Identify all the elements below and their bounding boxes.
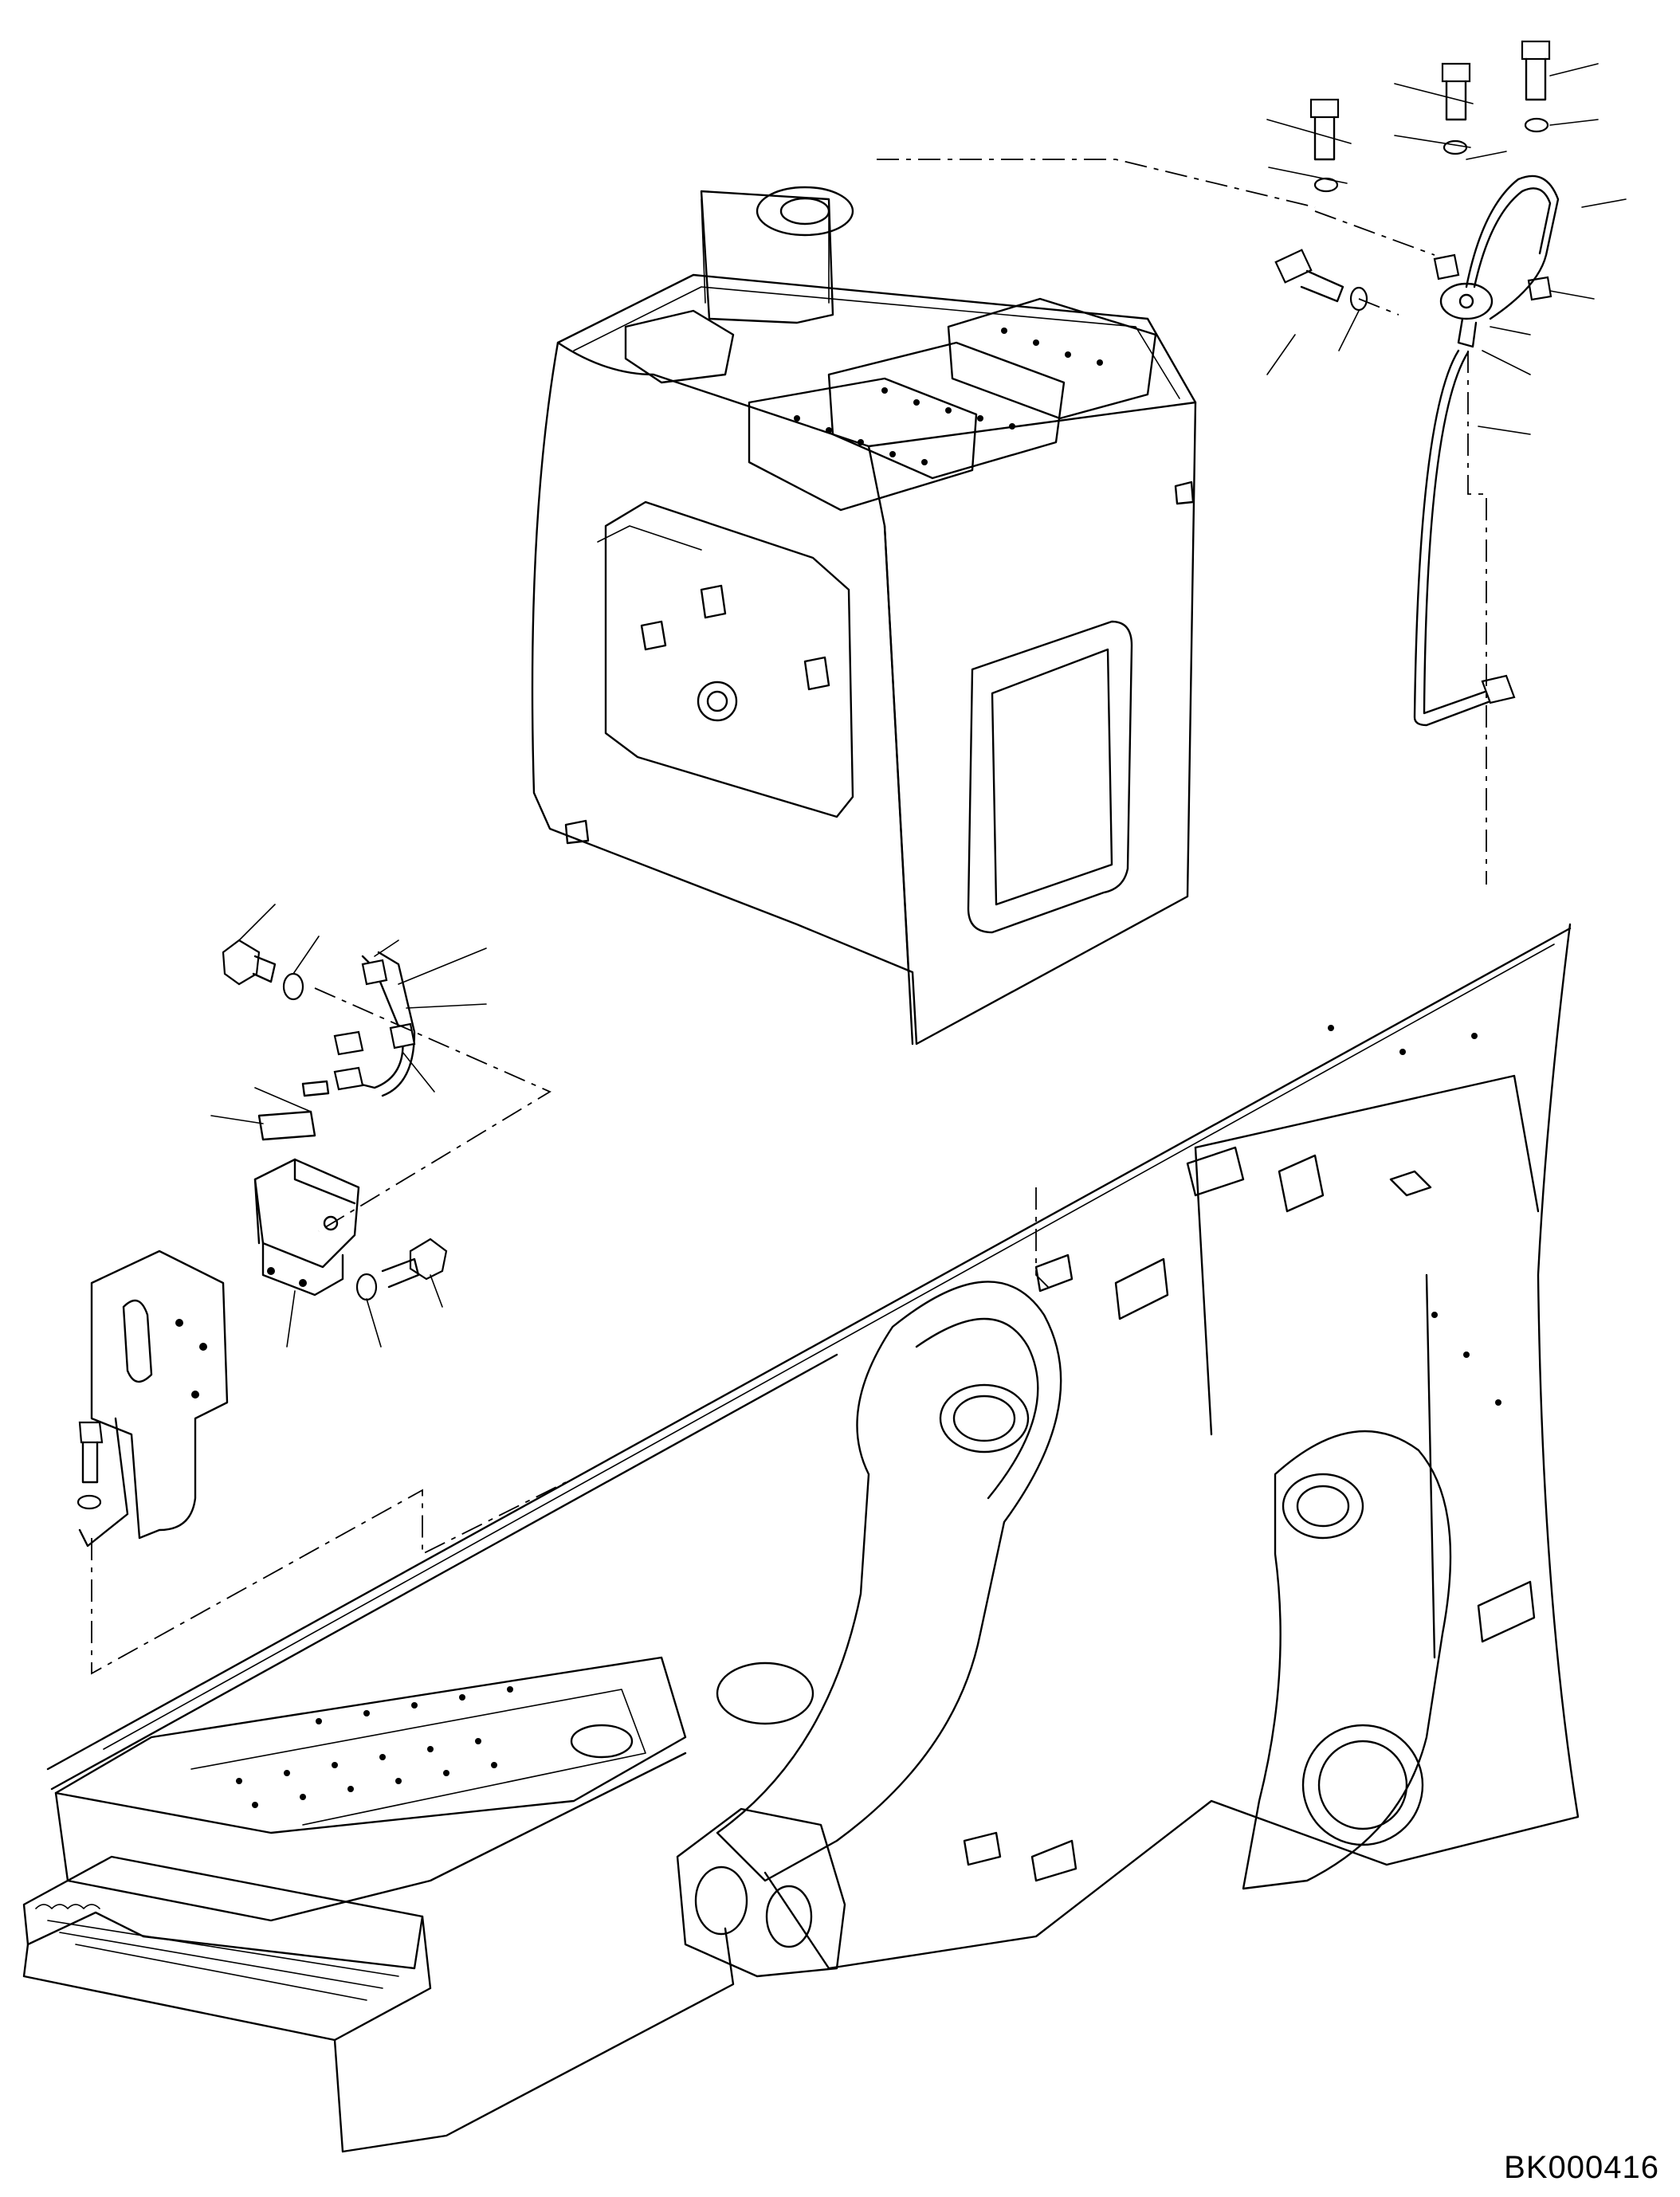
bolt-1 (1309, 98, 1340, 161)
bolt-2 (1441, 62, 1471, 121)
spacer-2 (1527, 276, 1552, 301)
floor-bolt-pattern (236, 1025, 1501, 1808)
panel-bolt-row-3 (1001, 328, 1103, 366)
panel-bolt-row-2 (881, 387, 1015, 430)
relay-bolt (222, 939, 261, 986)
drawing-code: BK000416 (1504, 2150, 1659, 2185)
panel-bolt-row-1 (794, 415, 928, 465)
fuel-tank (531, 186, 1197, 1046)
relay-assembly (77, 904, 487, 1548)
washer-3 (1524, 117, 1549, 133)
spacer-1 (1433, 253, 1460, 281)
relay-washer (282, 972, 304, 1001)
bolt-4 (1274, 249, 1344, 303)
sensor-harness-assembly (1266, 40, 1627, 727)
revolving-frame (22, 923, 1580, 2153)
bolt-3 (1521, 40, 1551, 101)
washer-2 (1443, 139, 1468, 155)
